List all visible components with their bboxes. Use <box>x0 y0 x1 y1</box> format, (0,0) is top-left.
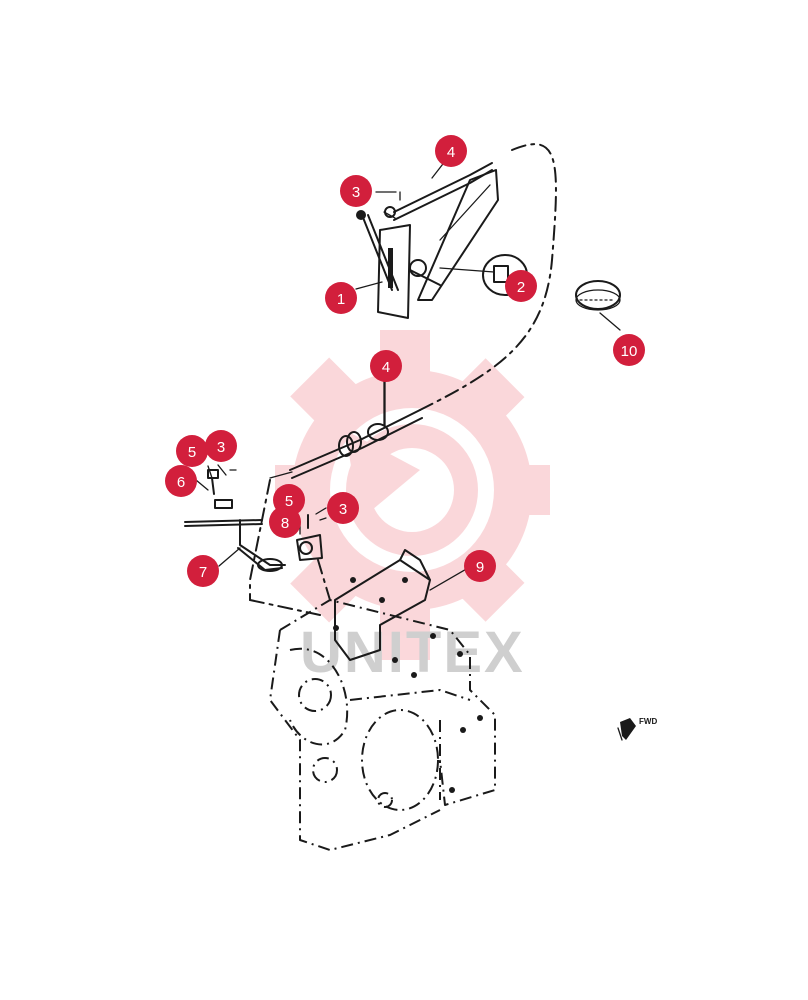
callout-1: 1 <box>325 282 357 314</box>
callout-3-left: 3 <box>205 430 237 462</box>
callout-2: 2 <box>505 270 537 302</box>
forward-arrow-icon <box>617 718 636 741</box>
callout-3-upper: 3 <box>340 175 372 207</box>
callout-leaders <box>195 159 447 567</box>
svg-text:7: 7 <box>199 564 207 581</box>
upper-cable-end <box>375 162 493 221</box>
shift-lever-plate <box>356 210 411 319</box>
svg-text:3: 3 <box>352 184 360 201</box>
control-cable <box>269 379 423 479</box>
watermark-gear-icon <box>275 330 550 660</box>
svg-text:6: 6 <box>177 474 185 491</box>
snap-ring <box>575 280 621 331</box>
svg-text:10: 10 <box>621 343 638 360</box>
callout-9: 9 <box>464 550 496 582</box>
svg-text:5: 5 <box>285 493 293 510</box>
callout-4-upper: 4 <box>435 135 467 167</box>
svg-text:3: 3 <box>339 501 347 518</box>
callout-10: 10 <box>613 334 645 366</box>
callout-4-middle: 4 <box>370 350 402 382</box>
svg-text:1: 1 <box>337 291 345 308</box>
callout-8: 8 <box>269 506 301 538</box>
svg-text:4: 4 <box>382 359 390 376</box>
svg-text:8: 8 <box>281 515 289 532</box>
svg-text:4: 4 <box>447 144 455 161</box>
callout-5-left: 5 <box>176 435 208 467</box>
svg-text:3: 3 <box>217 439 225 456</box>
callout-3-right: 3 <box>327 492 359 524</box>
svg-text:2: 2 <box>517 279 525 296</box>
svg-text:5: 5 <box>188 444 196 461</box>
direction-label: FWD <box>639 717 657 726</box>
mounting-bracket <box>334 549 469 661</box>
callout-7: 7 <box>187 555 219 587</box>
svg-text:9: 9 <box>476 559 484 576</box>
callout-6: 6 <box>165 465 197 497</box>
transmission-housing <box>269 599 496 851</box>
lever-bracket <box>409 169 499 301</box>
lower-linkage <box>184 469 327 572</box>
